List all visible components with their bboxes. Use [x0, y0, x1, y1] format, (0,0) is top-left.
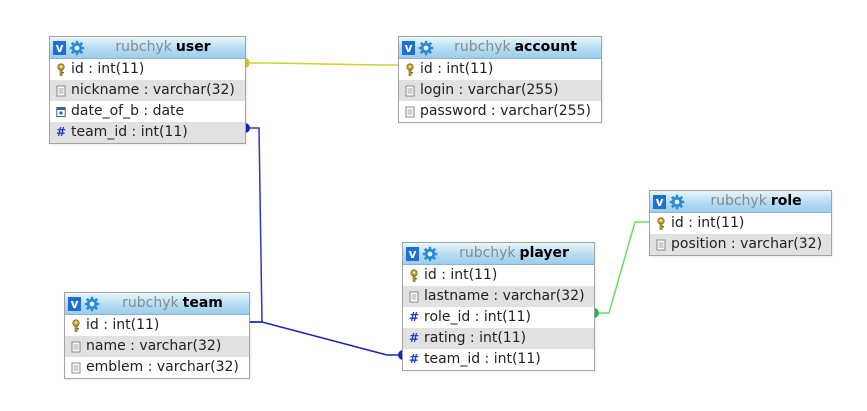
collapse-toggle-icon[interactable]: v: [53, 40, 66, 55]
numeric-field-icon: #: [56, 125, 67, 139]
column-label: date_of_b : date: [71, 103, 185, 119]
numeric-field-icon: #: [409, 331, 420, 345]
column-row[interactable]: login : varchar(255): [399, 80, 601, 101]
primary-key-icon: [410, 269, 418, 282]
column-label: name : varchar(32): [86, 338, 222, 354]
column-row[interactable]: emblem : varchar(32): [65, 357, 249, 378]
column-label: password : varchar(255): [420, 103, 591, 119]
column-label: role_id : int(11): [424, 309, 531, 325]
column-label: lastname : varchar(32): [424, 288, 585, 304]
gear-icon[interactable]: [69, 40, 85, 56]
text-field-icon: [409, 291, 419, 302]
column-row[interactable]: # team_id : int(11): [403, 349, 594, 370]
numeric-field-icon: #: [409, 352, 420, 366]
link-player-role: [594, 221, 650, 318]
column-label: team_id : int(11): [424, 351, 541, 367]
gear-icon[interactable]: [422, 246, 438, 262]
column-label: id : int(11): [424, 267, 498, 283]
column-label: id : int(11): [71, 61, 145, 77]
column-row[interactable]: id : int(11): [399, 59, 601, 80]
column-row[interactable]: position : varchar(32): [650, 234, 831, 255]
date-field-icon: [56, 106, 66, 117]
column-row[interactable]: name : varchar(32): [65, 336, 249, 357]
column-label: login : varchar(255): [420, 82, 559, 98]
column-label: nickname : varchar(32): [71, 82, 235, 98]
text-field-icon: [56, 85, 66, 96]
column-label: rating : int(11): [424, 330, 527, 346]
column-label: emblem : varchar(32): [86, 359, 239, 375]
column-label: team_id : int(11): [71, 124, 188, 140]
collapse-toggle-icon[interactable]: v: [406, 246, 419, 261]
primary-key-icon: [57, 63, 65, 76]
gear-icon[interactable]: [669, 194, 685, 210]
text-field-icon: [71, 362, 81, 373]
numeric-field-icon: #: [409, 310, 420, 324]
column-row[interactable]: # rating : int(11): [403, 328, 594, 349]
text-field-icon: [405, 106, 415, 117]
text-field-icon: [656, 239, 666, 250]
collapse-toggle-icon[interactable]: v: [68, 296, 81, 311]
column-row[interactable]: date_of_b : date: [50, 101, 245, 122]
link-user-account: [245, 58, 400, 68]
column-row[interactable]: id : int(11): [403, 265, 594, 286]
column-label: position : varchar(32): [671, 236, 823, 252]
collapse-toggle-icon[interactable]: v: [402, 40, 415, 55]
column-label: id : int(11): [420, 61, 494, 77]
primary-key-icon: [406, 63, 414, 76]
text-field-icon: [405, 85, 415, 96]
column-row[interactable]: # role_id : int(11): [403, 307, 594, 328]
column-row[interactable]: password : varchar(255): [399, 101, 601, 122]
text-field-icon: [71, 341, 81, 352]
primary-key-icon: [72, 319, 80, 332]
column-row[interactable]: nickname : varchar(32): [50, 80, 245, 101]
gear-icon[interactable]: [418, 40, 434, 56]
column-row[interactable]: # team_id : int(11): [50, 122, 245, 143]
column-label: id : int(11): [671, 215, 745, 231]
link-team-player: [250, 321, 403, 360]
gear-icon[interactable]: [84, 296, 100, 312]
primary-key-icon: [657, 217, 665, 230]
column-row[interactable]: lastname : varchar(32): [403, 286, 594, 307]
column-label: id : int(11): [86, 317, 160, 333]
column-row[interactable]: id : int(11): [650, 213, 831, 234]
collapse-toggle-icon[interactable]: v: [653, 194, 666, 209]
column-row[interactable]: id : int(11): [65, 315, 249, 336]
column-row[interactable]: id : int(11): [50, 59, 245, 80]
